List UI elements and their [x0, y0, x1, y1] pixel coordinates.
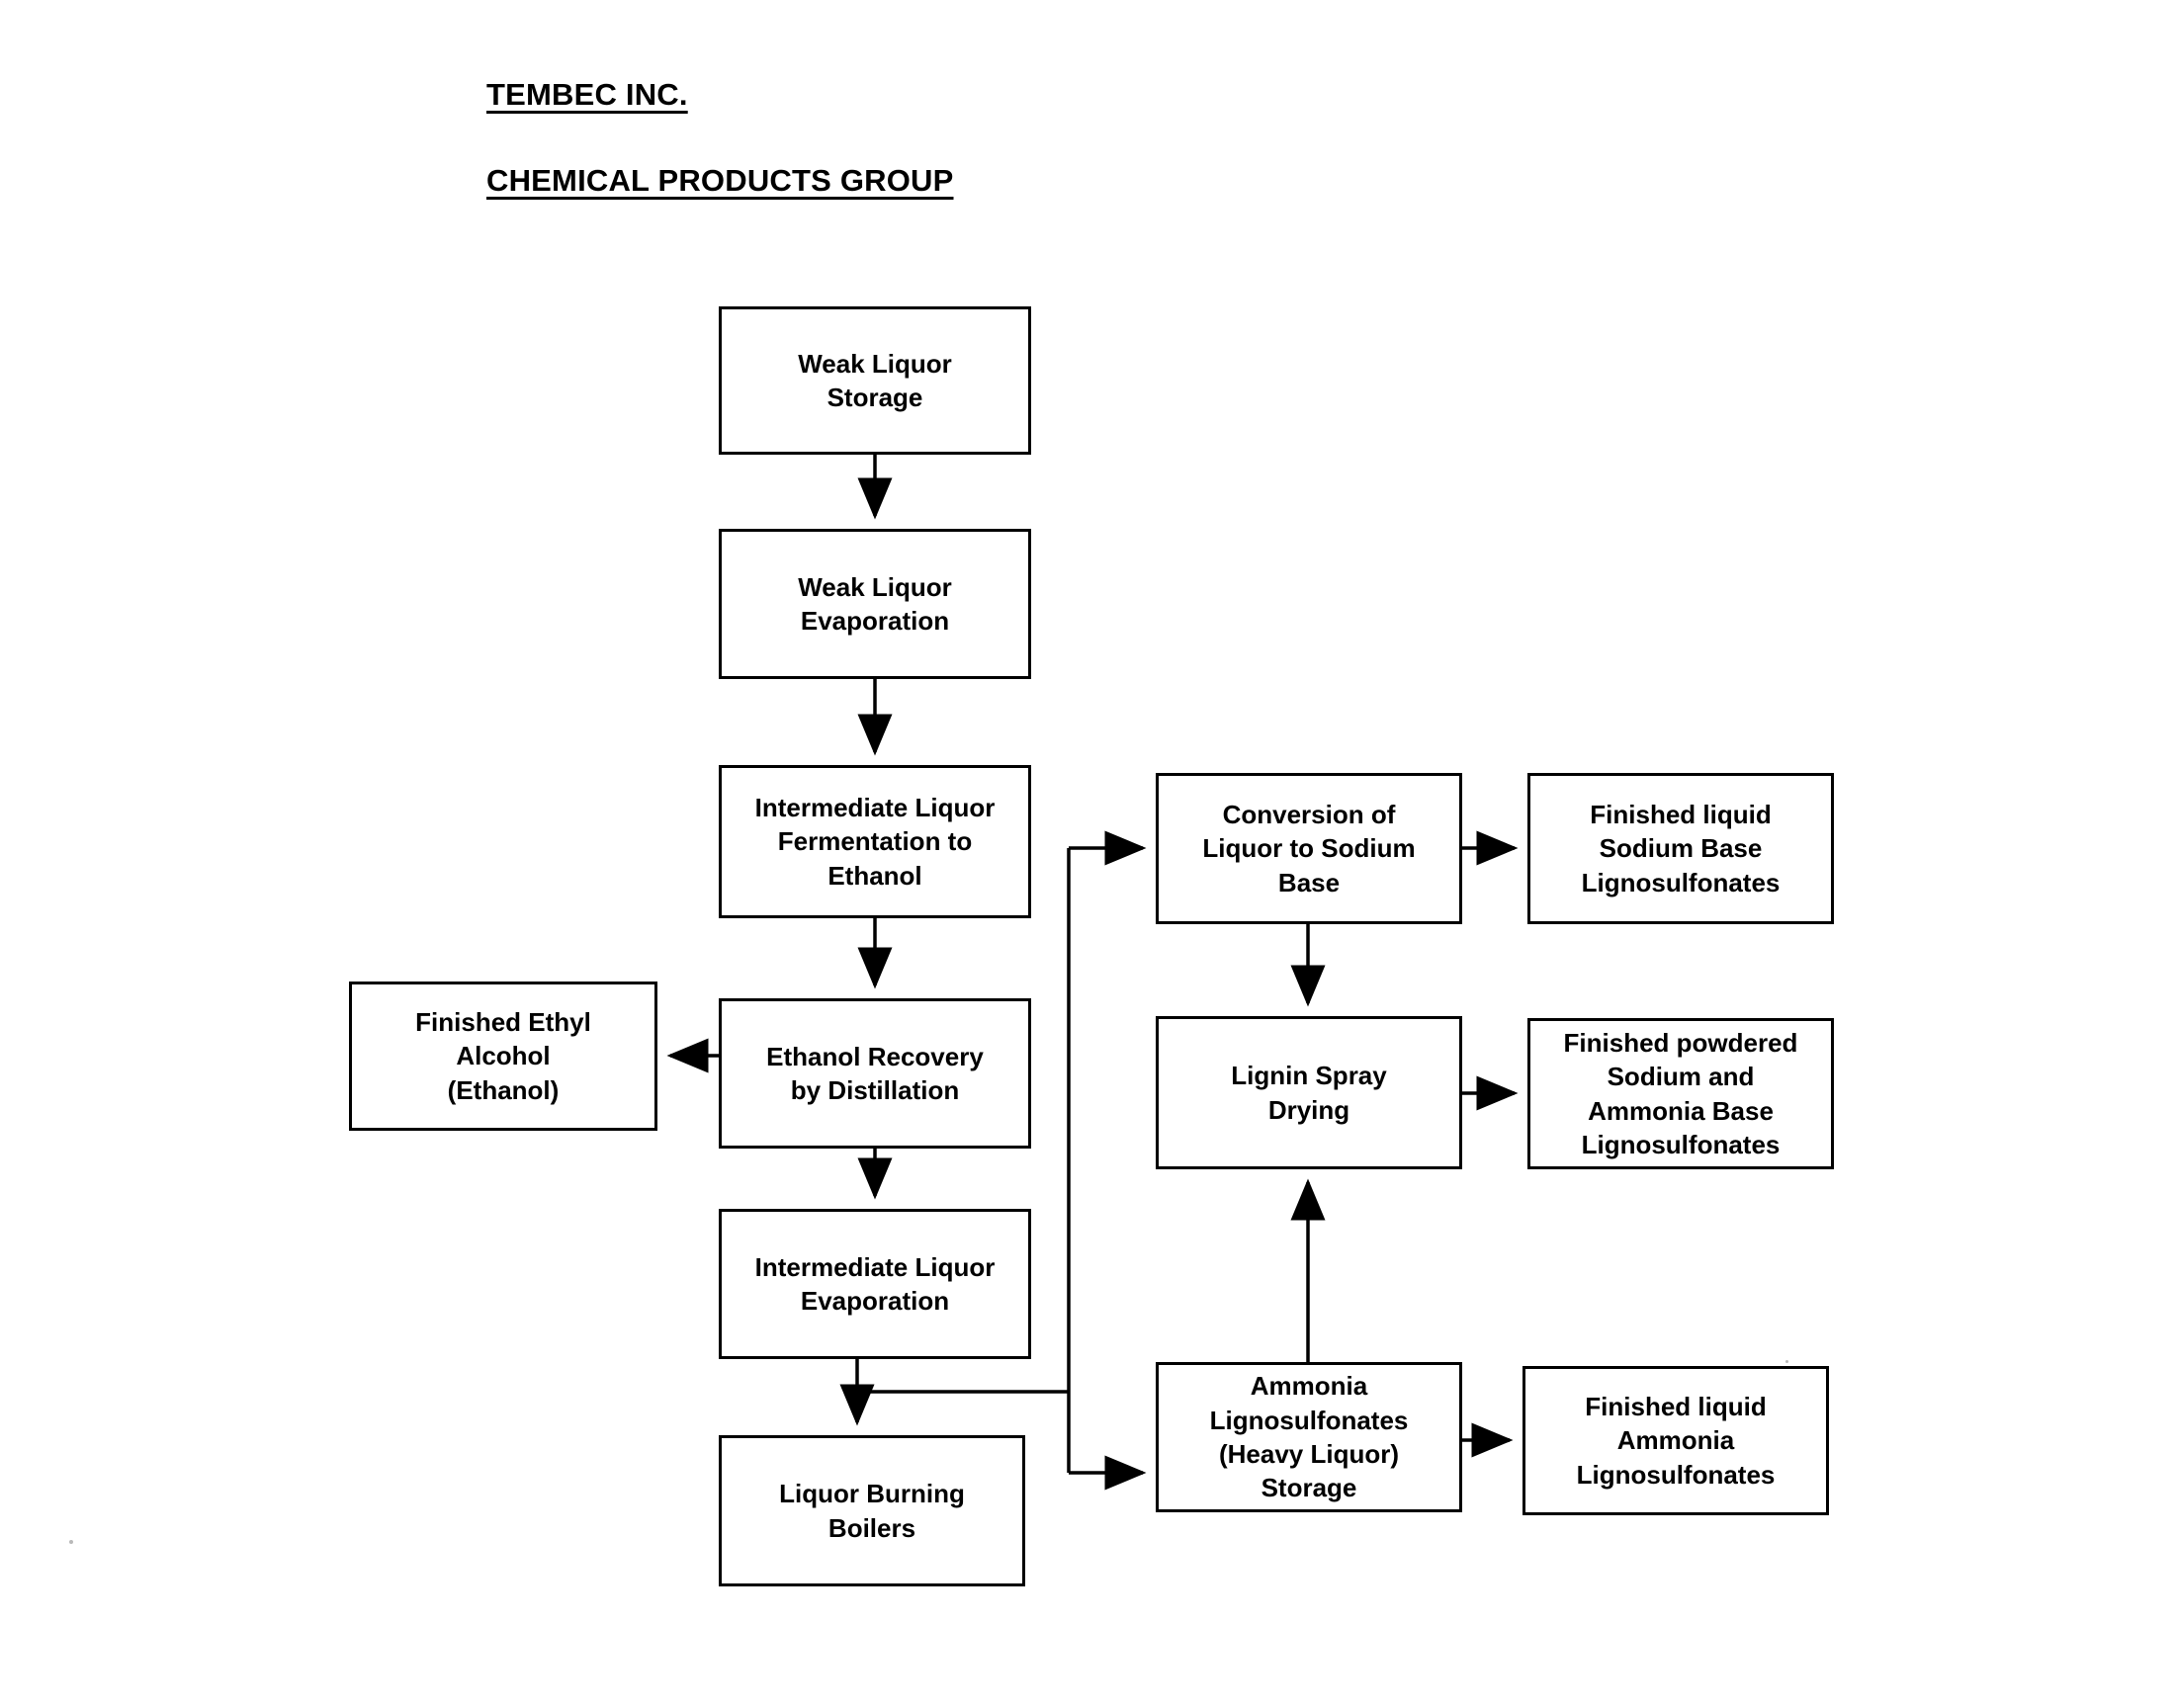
node-ammonia-heavy-liquor-storage[interactable]: Ammonia Lignosulfonates (Heavy Liquor) S… — [1156, 1362, 1462, 1512]
node-label: Conversion of Liquor to Sodium Base — [1202, 800, 1416, 897]
node-label: Liquor Burning Boilers — [779, 1479, 965, 1543]
node-label: Finished liquid Ammonia Lignosulfonates — [1576, 1392, 1776, 1490]
node-conversion-to-sodium-base[interactable]: Conversion of Liquor to Sodium Base — [1156, 773, 1462, 924]
node-ethanol-recovery[interactable]: Ethanol Recovery by Distillation — [719, 998, 1031, 1149]
node-label: Ammonia Lignosulfonates (Heavy Liquor) S… — [1209, 1371, 1409, 1503]
node-label: Intermediate Liquor Evaporation — [754, 1251, 996, 1316]
page-title-group: CHEMICAL PRODUCTS GROUP — [486, 163, 954, 198]
node-label: Intermediate Liquor Fermentation to Etha… — [754, 793, 996, 891]
node-weak-liquor-storage[interactable]: Weak Liquor Storage — [719, 306, 1031, 455]
node-liquor-burning-boilers[interactable]: Liquor Burning Boilers — [719, 1435, 1025, 1586]
node-fermentation-to-ethanol[interactable]: Intermediate Liquor Fermentation to Etha… — [719, 765, 1031, 918]
node-label: Lignin Spray Drying — [1231, 1061, 1387, 1125]
page-title-company: TEMBEC INC. — [486, 77, 688, 112]
node-label: Weak Liquor Storage — [798, 348, 952, 412]
node-label: Finished Ethyl Alcohol (Ethanol) — [415, 1007, 591, 1105]
node-weak-liquor-evaporation[interactable]: Weak Liquor Evaporation — [719, 529, 1031, 679]
node-finished-liquid-ammonia[interactable]: Finished liquid Ammonia Lignosulfonates — [1522, 1366, 1829, 1515]
node-label: Finished liquid Sodium Base Lignosulfona… — [1581, 800, 1781, 897]
node-lignin-spray-drying[interactable]: Lignin Spray Drying — [1156, 1016, 1462, 1169]
node-finished-powdered-lignosulfonates[interactable]: Finished powdered Sodium and Ammonia Bas… — [1527, 1018, 1834, 1169]
node-label: Weak Liquor Evaporation — [798, 571, 952, 636]
node-intermediate-liquor-evaporation[interactable]: Intermediate Liquor Evaporation — [719, 1209, 1031, 1359]
node-finished-liquid-sodium-base[interactable]: Finished liquid Sodium Base Lignosulfona… — [1527, 773, 1834, 924]
scan-speck — [69, 1540, 73, 1544]
node-label: Finished powdered Sodium and Ammonia Bas… — [1563, 1027, 1798, 1159]
scan-speck — [1785, 1360, 1788, 1363]
node-label: Ethanol Recovery by Distillation — [766, 1041, 984, 1105]
node-finished-ethyl-alcohol[interactable]: Finished Ethyl Alcohol (Ethanol) — [349, 982, 657, 1131]
